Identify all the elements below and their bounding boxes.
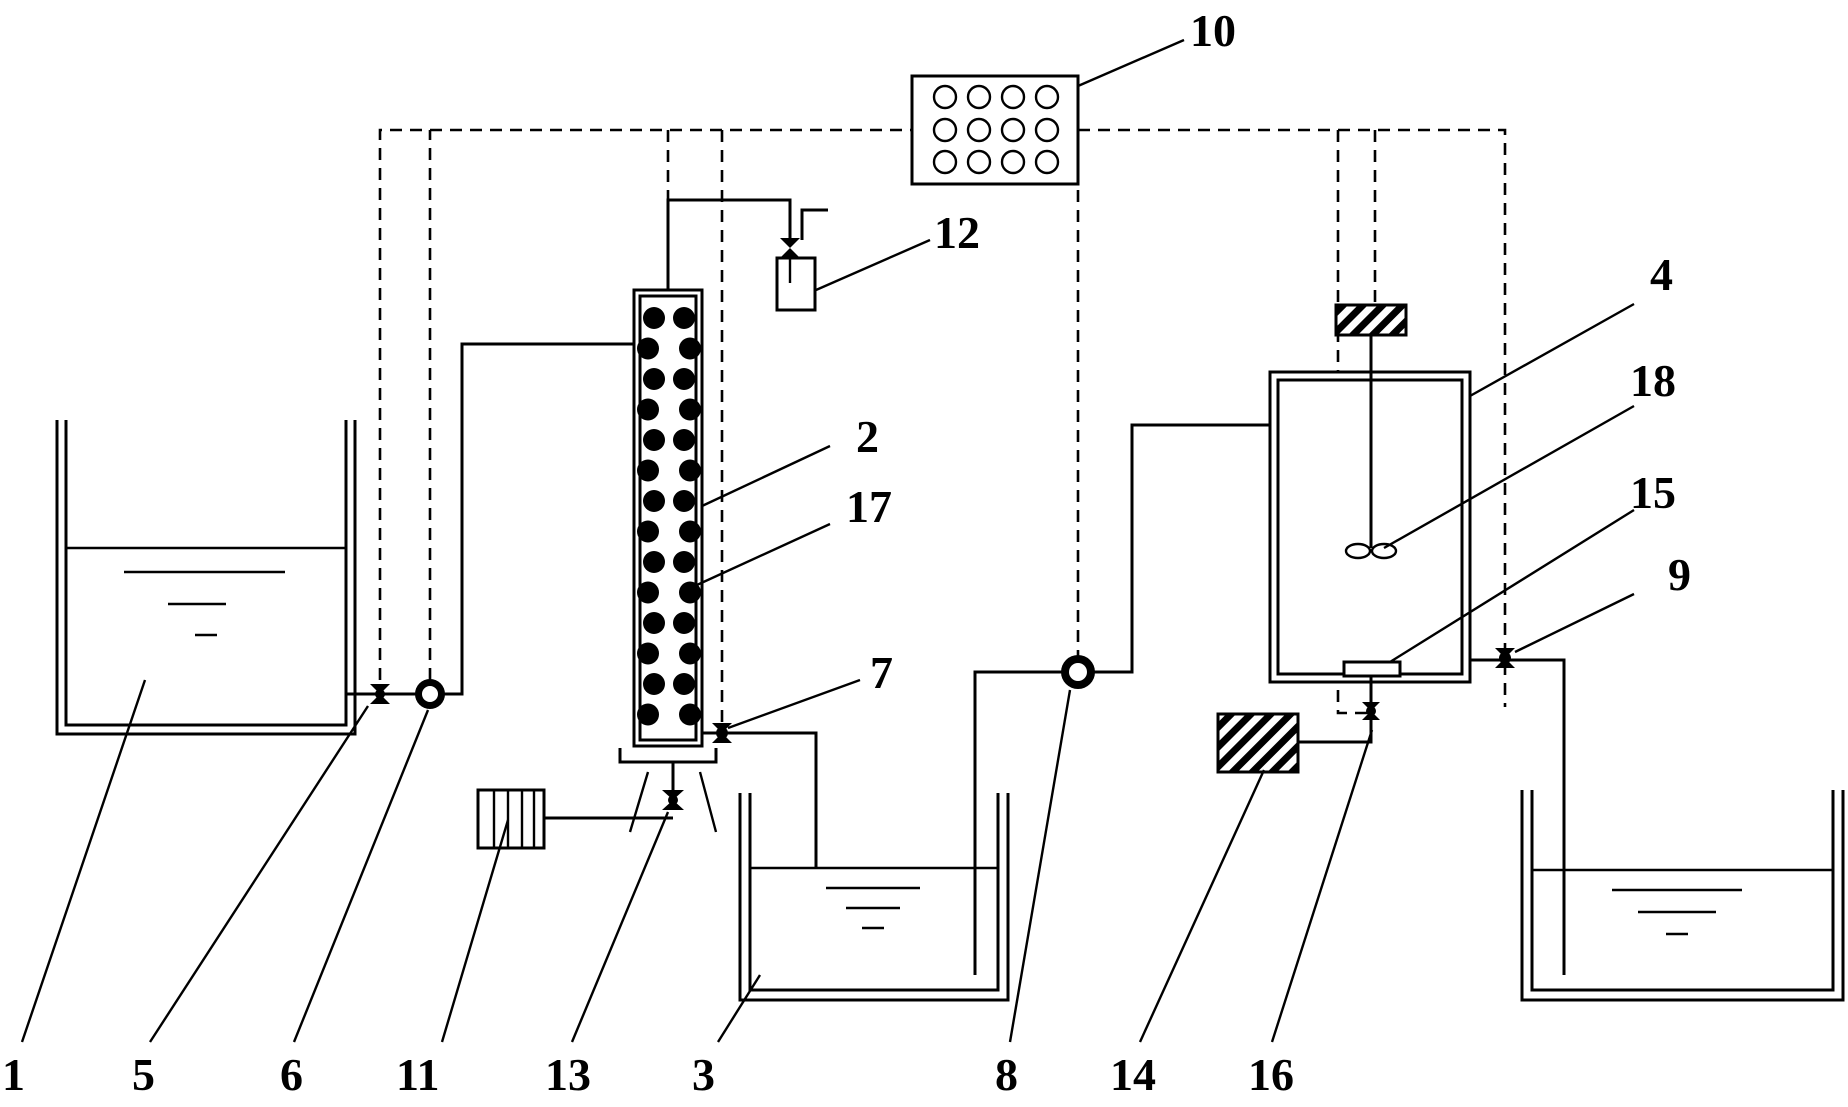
blower-11 (476, 788, 673, 850)
packing-bead (673, 490, 695, 512)
packing-bead (679, 703, 701, 726)
number-labels: 1 5 6 11 13 3 8 14 16 2 17 7 10 12 4 18 … (2, 5, 1691, 1100)
label-1: 1 (2, 1049, 25, 1100)
label-14: 14 (1110, 1049, 1156, 1100)
controller-panel (910, 74, 1080, 186)
label-15: 15 (1630, 467, 1676, 518)
column-2 (618, 288, 718, 764)
packing-bead (673, 368, 695, 390)
label-16: 16 (1248, 1049, 1294, 1100)
packing-bead (643, 429, 665, 451)
packing-bead (637, 459, 659, 482)
air-pump-14 (1216, 712, 1300, 774)
impeller-18 (1344, 542, 1398, 560)
packing-bead (637, 581, 659, 604)
packing-bead (643, 551, 665, 573)
transfer-pipe (973, 423, 1270, 975)
packing-bead (643, 307, 665, 329)
label-2: 2 (856, 411, 879, 462)
valve-9 (1470, 648, 1566, 975)
packing-bead (673, 551, 695, 573)
packing-bead (643, 368, 665, 390)
packing-bead (679, 642, 701, 665)
collection-bottle-12 (775, 208, 828, 312)
stirrer-assembly (1334, 303, 1408, 560)
inlet-pipe (346, 342, 634, 696)
packing-bead (637, 520, 659, 543)
valve-7 (702, 723, 818, 868)
label-17: 17 (846, 481, 892, 532)
packing-bead (643, 612, 665, 634)
packing-bead (679, 337, 701, 360)
label-4: 4 (1650, 249, 1673, 300)
packing-bead (637, 642, 659, 665)
tank-effluent (1520, 790, 1845, 1002)
packing-bead (673, 307, 695, 329)
packing-bead (637, 337, 659, 360)
tank-3-intermediate (738, 793, 1010, 1002)
valve-5 (370, 684, 390, 704)
label-5: 5 (132, 1049, 155, 1100)
label-6: 6 (280, 1049, 303, 1100)
packing-bead (673, 673, 695, 695)
packing-bead (637, 703, 659, 726)
packing-bead (679, 398, 701, 421)
packing-bead (643, 673, 665, 695)
packing-bead (673, 612, 695, 634)
packing-bead (673, 429, 695, 451)
leader-lines (20, 38, 1635, 1043)
gas-outlet-line (666, 198, 792, 290)
valve-13 (628, 762, 718, 833)
tank-1-raw-water (55, 420, 357, 736)
label-3: 3 (692, 1049, 715, 1100)
label-10: 10 (1190, 5, 1236, 56)
label-12: 12 (934, 207, 980, 258)
label-13: 13 (545, 1049, 591, 1100)
packing-bead (637, 398, 659, 421)
valve-16 (1298, 702, 1380, 744)
controller-button-grid (932, 84, 1060, 175)
control-signal-lines (378, 128, 1507, 733)
label-7: 7 (870, 647, 893, 698)
pump-6 (415, 679, 445, 709)
label-18: 18 (1630, 355, 1676, 406)
packing-beads-17 (637, 307, 701, 726)
packing-bead (679, 520, 701, 543)
packing-bead (679, 581, 701, 604)
packing-bead (679, 459, 701, 482)
label-11: 11 (396, 1049, 439, 1100)
label-8: 8 (995, 1049, 1018, 1100)
pump-8 (1061, 655, 1095, 689)
label-9: 9 (1668, 549, 1691, 600)
packing-bead (643, 490, 665, 512)
